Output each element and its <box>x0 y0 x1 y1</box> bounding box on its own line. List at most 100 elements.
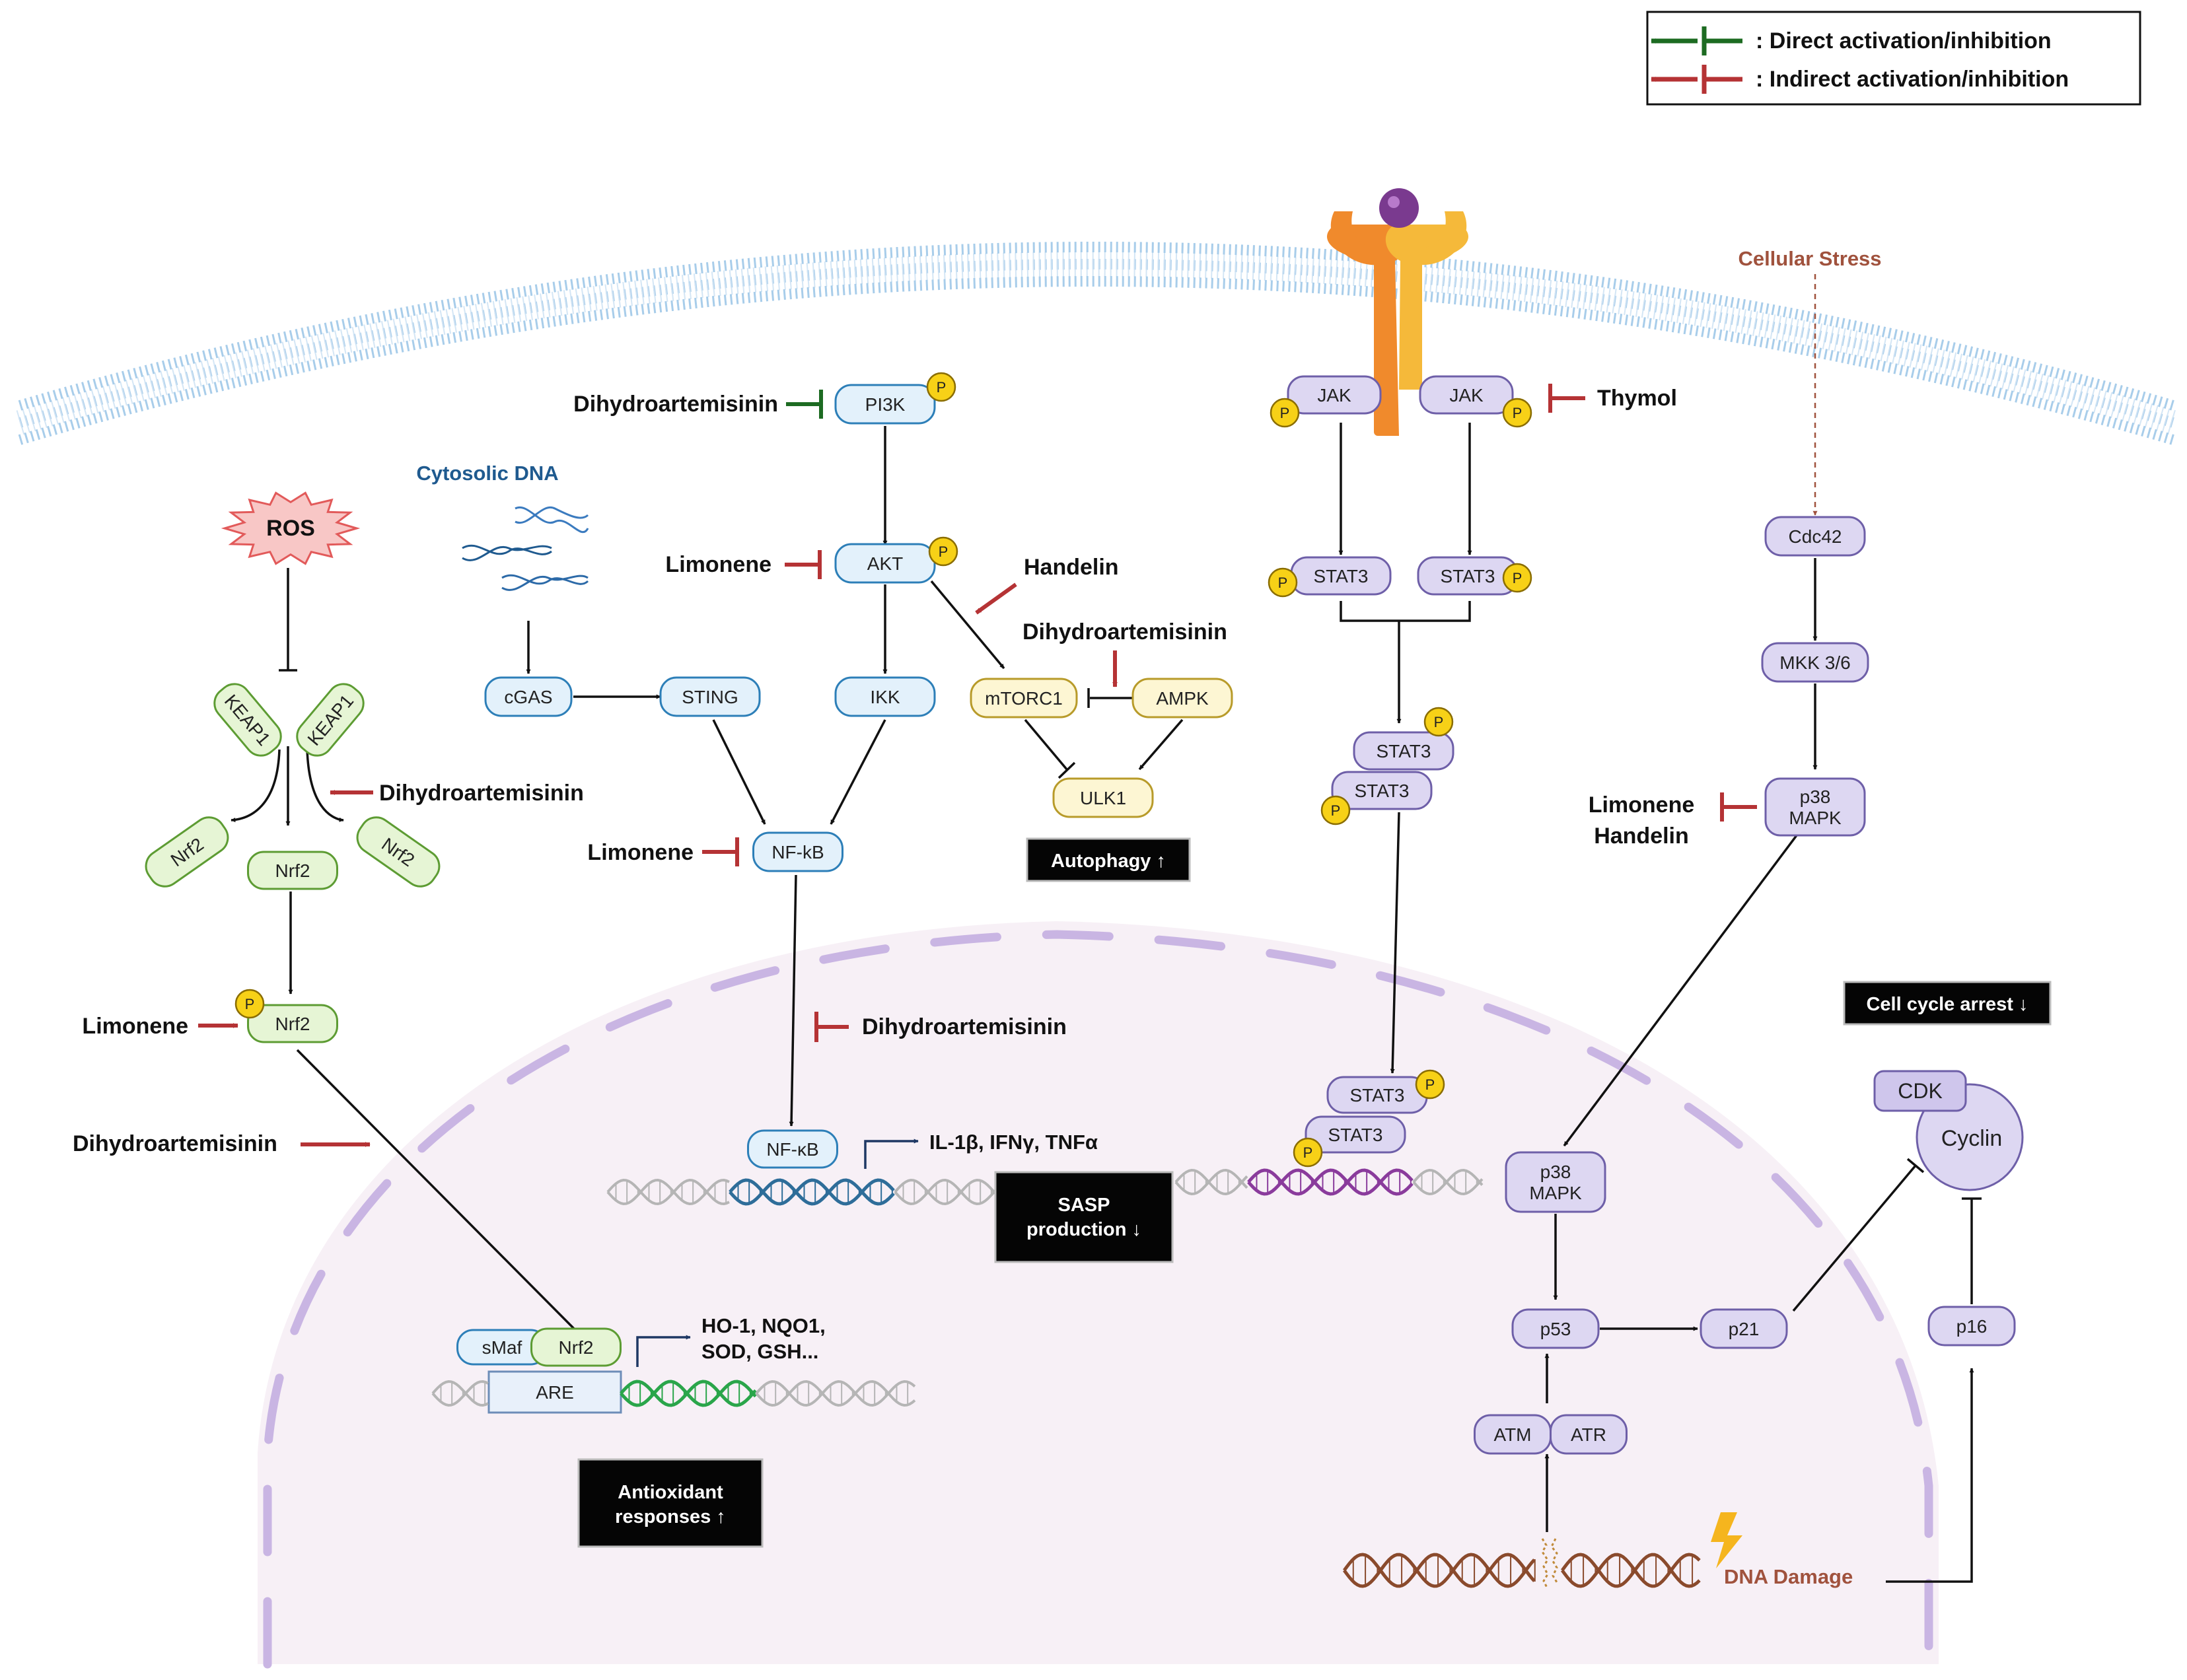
svg-text:IKK: IKK <box>870 687 900 707</box>
dna-nfkb-grey-left <box>606 1178 730 1206</box>
phospho-jak-left: P <box>1270 398 1300 428</box>
phospho-jak-right: P <box>1502 398 1532 428</box>
phospho-stat3-dimer-top: P <box>1423 707 1454 737</box>
phospho-akt: P <box>928 536 958 567</box>
node-cdc42: Cdc42 <box>1764 516 1866 557</box>
svg-text:P: P <box>1513 405 1523 421</box>
svg-text:sMaf: sMaf <box>482 1337 522 1358</box>
svg-text:P: P <box>1434 714 1444 730</box>
svg-text:CDK: CDK <box>1898 1079 1943 1103</box>
node-ikk: IKK <box>834 676 936 717</box>
cell-membrane <box>16 242 2177 445</box>
svg-text:Cdc42: Cdc42 <box>1789 526 1842 547</box>
outcome-sasp: SASP production ↓ <box>994 1171 1174 1263</box>
dna-stat-grey-right <box>1412 1168 1484 1196</box>
svg-text:PI3K: PI3K <box>865 394 906 415</box>
svg-text:P: P <box>1303 1144 1313 1161</box>
node-sting: STING <box>659 676 761 717</box>
label-dha-nrf2: Dihydroartemisinin <box>379 781 584 806</box>
phospho-stat3-left: P <box>1268 567 1298 598</box>
dna-nfkb-grey-mid <box>894 1178 997 1206</box>
dna-damage-left <box>1342 1553 1536 1588</box>
svg-text:STING: STING <box>682 687 738 707</box>
svg-text:NF-κB: NF-κB <box>766 1139 818 1160</box>
node-pi3k: PI3K <box>834 384 936 425</box>
svg-text:STAT3: STAT3 <box>1350 1085 1405 1105</box>
dna-damage-right <box>1560 1553 1701 1588</box>
node-cgas: cGAS <box>484 676 573 717</box>
node-nrf2-left: Nrf2 <box>145 816 229 888</box>
label-handelin-mtor: Handelin <box>1024 555 1119 580</box>
phospho-nrf2: P <box>234 989 265 1019</box>
cytosolic-dna: Cytosolic DNA <box>416 462 589 591</box>
svg-text:MKK 3/6: MKK 3/6 <box>1779 652 1850 673</box>
label-limonene-nfkb: Limonene <box>587 840 694 865</box>
svg-text:production ↓: production ↓ <box>1026 1219 1141 1240</box>
svg-text:P: P <box>245 996 255 1012</box>
label-dna-damage: DNA Damage <box>1724 1565 1853 1588</box>
svg-text:JAK: JAK <box>1317 385 1351 405</box>
label-limonene-p38: Limonene <box>1589 792 1695 818</box>
svg-text:Antioxidant: Antioxidant <box>618 1482 723 1503</box>
svg-text:Cyclin: Cyclin <box>1941 1126 2003 1151</box>
node-stat3-nuc-bottom: STAT3 <box>1305 1115 1406 1154</box>
svg-text:p21: p21 <box>1729 1319 1760 1339</box>
outcome-cell-cycle: Cell cycle arrest ↓ <box>1843 981 2052 1026</box>
node-ulk1: ULK1 <box>1052 777 1154 818</box>
node-are: ARE <box>487 1370 622 1414</box>
phospho-stat3-right: P <box>1502 563 1532 593</box>
dna-break-fragments <box>1541 1538 1558 1590</box>
node-p16: p16 <box>1927 1306 2016 1347</box>
phospho-stat3-dimer-bottom: P <box>1320 795 1351 825</box>
node-atm: ATM <box>1474 1414 1552 1455</box>
svg-text:Cell cycle arrest ↓: Cell cycle arrest ↓ <box>1866 994 2028 1015</box>
node-p53: p53 <box>1511 1308 1600 1349</box>
node-nrf2-mid: Nrf2 <box>247 851 338 890</box>
label-nfkb-genes: IL-1β, IFNγ, TNFα <box>929 1131 1098 1154</box>
drug-edges <box>198 384 1757 1147</box>
svg-text:P: P <box>1513 570 1523 586</box>
dna-stat-grey-left <box>1174 1168 1248 1196</box>
label-cellular-stress: Cellular Stress <box>1738 247 1881 270</box>
label-are-genes-2: SOD, GSH... <box>701 1340 818 1363</box>
label-dha-nfkb-nucleus: Dihydroartemisinin <box>862 1014 1067 1039</box>
node-nrf2-phos: Nrf2 <box>247 1004 338 1043</box>
dna-are-grey-left <box>431 1380 489 1407</box>
svg-text:p53: p53 <box>1540 1319 1571 1339</box>
svg-text:p38: p38 <box>1540 1162 1571 1182</box>
node-nrf2-nucleus: Nrf2 <box>530 1327 622 1367</box>
lightning-icon <box>1711 1512 1742 1568</box>
legend: : Direct activation/inhibition : Indirec… <box>1646 11 2141 106</box>
edges <box>231 274 1982 1583</box>
outcome-autophagy: Autophagy ↑ <box>1026 837 1191 882</box>
node-mkk: MKK 3/6 <box>1761 642 1869 683</box>
svg-text:SASP: SASP <box>1058 1195 1110 1216</box>
svg-text:cGAS: cGAS <box>504 687 552 707</box>
svg-text:JAK: JAK <box>1449 385 1484 405</box>
svg-text:p38: p38 <box>1800 787 1831 807</box>
svg-text:AMPK: AMPK <box>1156 688 1209 709</box>
dna-are-grey-right <box>755 1380 916 1407</box>
svg-text:Nrf2: Nrf2 <box>275 860 310 881</box>
node-cdk: CDK <box>1873 1070 1967 1112</box>
svg-text:STAT3: STAT3 <box>1328 1125 1383 1145</box>
svg-text:ULK1: ULK1 <box>1080 788 1126 808</box>
svg-text:STAT3: STAT3 <box>1441 566 1495 586</box>
label-dha-pi3k: Dihydroartemisinin <box>573 392 778 417</box>
node-atr: ATR <box>1550 1414 1628 1455</box>
svg-text:ARE: ARE <box>536 1382 574 1403</box>
dna-stat-purple <box>1247 1168 1414 1196</box>
svg-text:Autophagy ↑: Autophagy ↑ <box>1051 851 1166 872</box>
node-stat3-dimer-top: STAT3 <box>1353 731 1454 771</box>
receptor <box>1326 188 1469 436</box>
svg-text:ATM: ATM <box>1493 1424 1531 1445</box>
dna-strands <box>431 1168 1701 1590</box>
label-are-genes-1: HO-1, NQO1, <box>701 1314 826 1337</box>
node-p21: p21 <box>1700 1308 1788 1349</box>
svg-text:STAT3: STAT3 <box>1377 741 1431 761</box>
svg-text:p16: p16 <box>1956 1316 1988 1337</box>
label-limonene-nrf2: Limonene <box>82 1014 188 1039</box>
node-nfkb-nucleus: NF-κB <box>747 1129 838 1169</box>
